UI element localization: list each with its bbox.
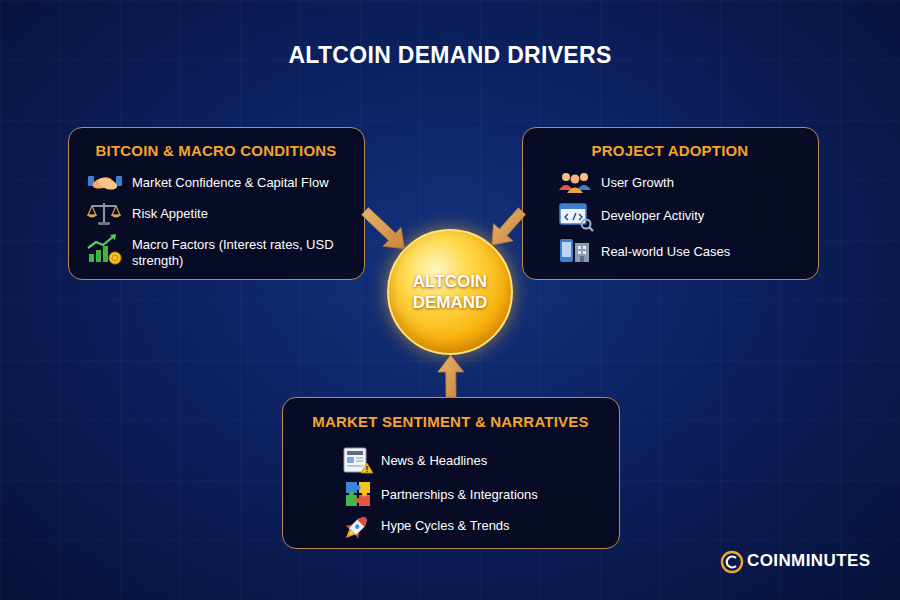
logo-mark-part (727, 557, 736, 568)
arrow-shape (362, 208, 405, 249)
logo-mark (722, 552, 742, 572)
diagram-title: ALTCOIN DEMAND DRIVERS (0, 42, 900, 69)
flow-arrow (492, 208, 526, 245)
category-box: BITCOIN & MACRO CONDITIONS Market Confide… (68, 127, 365, 280)
list-item: News & Headlines (381, 453, 611, 469)
box-heading: MARKET SENTIMENT & NARRATIVES (283, 413, 618, 430)
list-item: Developer Activity (601, 208, 811, 224)
list-item: Risk Appetite (132, 206, 362, 222)
logo-text: COINMINUTES (747, 551, 887, 571)
center-circle: ALTCOIN DEMAND (387, 229, 513, 355)
list-item: Macro Factors (Interest rates, USD stren… (132, 237, 337, 269)
logo-mark-part (722, 552, 742, 572)
list-item: Real-world Use Cases (601, 244, 811, 260)
list-item: Partnerships & Integrations (381, 487, 611, 503)
list-item: Hype Cycles & Trends (381, 518, 611, 534)
arrow-shape (438, 355, 464, 397)
list-item: User Growth (601, 175, 811, 191)
center-label: ALTCOIN DEMAND (398, 271, 502, 313)
arrow-shape (492, 208, 526, 245)
flow-arrow (362, 208, 405, 249)
box-heading: PROJECT ADOPTION (523, 142, 817, 159)
list-item: Market Confidence & Capital Flow (132, 175, 362, 191)
category-box: PROJECT ADOPTION User GrowthDeveloper Act… (522, 127, 819, 280)
flow-arrow (438, 355, 464, 397)
category-box: MARKET SENTIMENT & NARRATIVES News & Head… (282, 397, 620, 549)
box-heading: BITCOIN & MACRO CONDITIONS (69, 142, 363, 159)
